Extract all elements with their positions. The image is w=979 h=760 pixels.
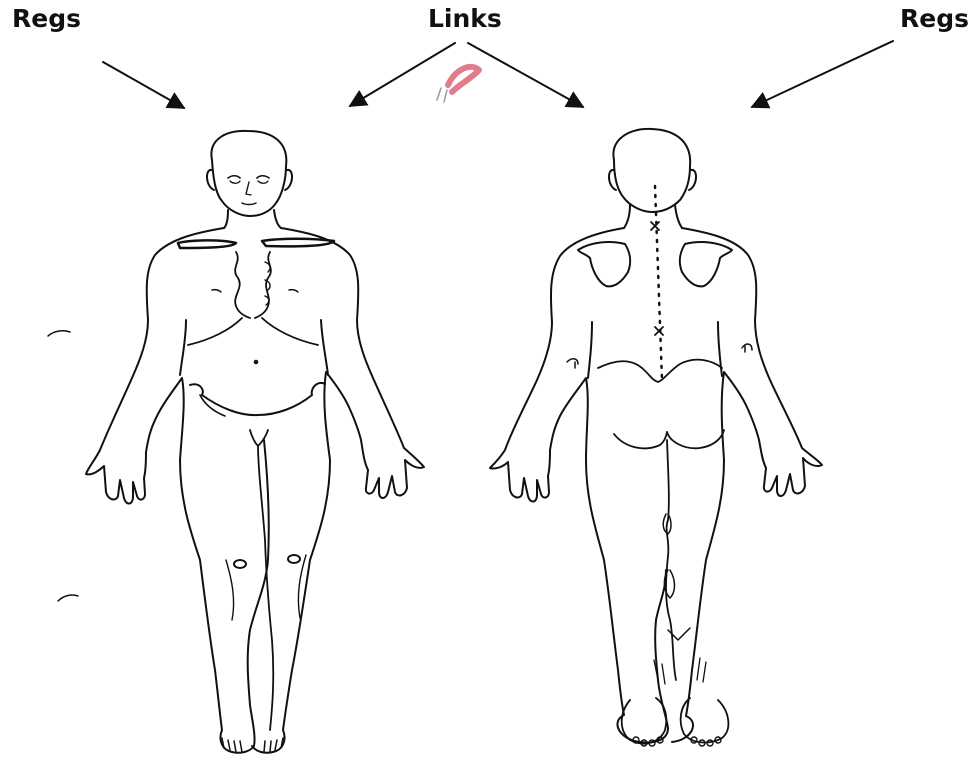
smudge-mark <box>437 67 479 102</box>
arrow-back-left <box>468 43 583 107</box>
front-body-figure <box>86 131 424 753</box>
arrow-back-right <box>752 41 893 107</box>
arrow-front-right <box>103 62 184 108</box>
stray-mark <box>48 331 70 336</box>
stray-mark <box>58 595 78 601</box>
arrow-front-left <box>350 43 455 106</box>
back-body-figure <box>490 129 822 746</box>
